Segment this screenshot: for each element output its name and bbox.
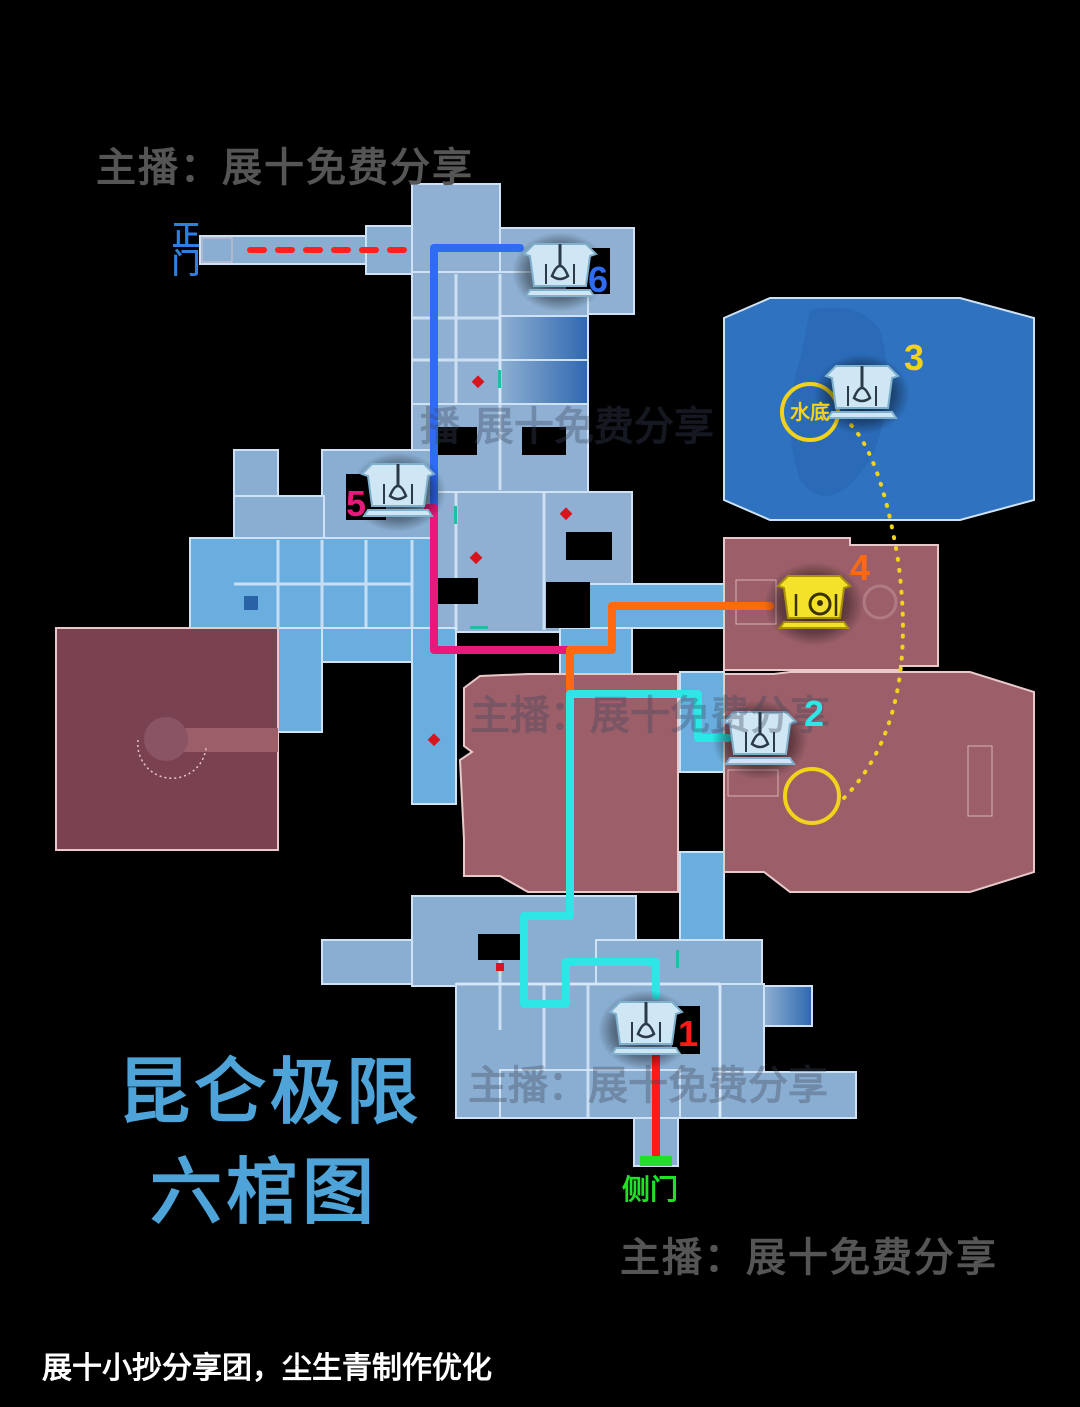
route-2 — [520, 690, 732, 1008]
coffin-4-number: 4 — [850, 547, 871, 588]
underwater-label: 水底 — [790, 400, 830, 424]
map-title-line1: 昆仑极限 — [118, 1050, 423, 1134]
red-rooms — [55, 537, 1035, 893]
route-6 — [430, 244, 524, 510]
watermark-faint-2: 主播：展十免费分享 — [470, 693, 830, 739]
coffin-4[interactable] — [762, 560, 866, 648]
faint-watermark-1: 播 展十免费分享 — [420, 404, 714, 450]
side-gate-marker — [640, 1156, 672, 1166]
main-gate-label: 正门 — [172, 219, 201, 280]
spiral-stair — [137, 717, 278, 779]
watermark-bottom: 主播：展十免费分享 — [620, 1235, 998, 1281]
coffin-2-number: 2 — [804, 693, 825, 734]
dive-point-marker — [783, 767, 841, 825]
watermark-faint-3: 主播：展十免费分享 — [468, 1063, 828, 1109]
small-markers — [427, 375, 573, 971]
coffin-1[interactable] — [596, 988, 700, 1072]
map-title-line2: 六棺图 — [150, 1150, 379, 1234]
void-blocks — [437, 427, 612, 960]
blue-square-marker — [244, 596, 258, 610]
credit-text: 展十小抄分享团，尘生青制作优化 — [42, 1351, 492, 1386]
coffin-3-number: 3 — [904, 337, 925, 378]
coffin-6-number: 6 — [588, 259, 609, 300]
route-4 — [566, 602, 774, 694]
side-gate-label: 侧门 — [622, 1173, 679, 1206]
coffin-5-number: 5 — [346, 483, 367, 524]
coffin-6[interactable] — [510, 230, 610, 314]
coffin-1-number: 1 — [678, 1013, 699, 1054]
watermark-top: 主播：展十免费分享 — [96, 145, 474, 191]
coffin-5[interactable] — [346, 450, 448, 534]
route-3-dotted — [842, 418, 905, 800]
